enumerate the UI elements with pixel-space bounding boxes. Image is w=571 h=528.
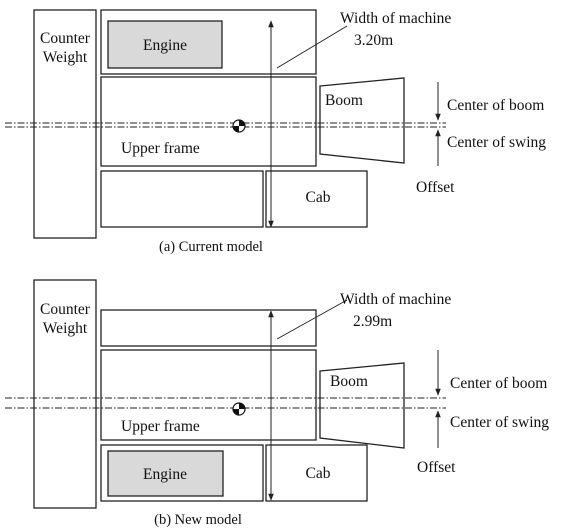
counterweight-block [33, 279, 97, 509]
boom-label: Boom [325, 92, 363, 109]
engine-block [107, 450, 224, 497]
cab-block [265, 444, 368, 502]
counterweight-label-line1: Counter [40, 30, 91, 47]
center-of-boom-label: Center of boom [447, 97, 544, 114]
caption-current-model: (a) Current model [159, 239, 263, 255]
bottom-left-block [100, 170, 264, 228]
width-leader-line [276, 299, 348, 340]
center-of-swing-label: Center of swing [447, 134, 546, 151]
width-label: Width of machine [340, 291, 451, 308]
width-label: Width of machine [340, 10, 451, 27]
engine-label: Engine [143, 466, 187, 483]
cab-label: Cab [306, 189, 331, 206]
upper-frame-block [100, 349, 317, 441]
width-value: 3.20m [354, 32, 393, 49]
cab-block [265, 170, 368, 228]
boom-label: Boom [330, 373, 368, 390]
counterweight-label-line2: Weight [43, 320, 88, 337]
offset-label: Offset [417, 459, 456, 476]
width-value: 2.99m [353, 313, 392, 330]
boom-shape [319, 362, 405, 449]
counterweight-block [33, 9, 97, 239]
upper-frame-label: Upper frame [121, 140, 200, 157]
engine-label: Engine [143, 37, 187, 54]
swing-center-icon [232, 119, 246, 133]
panel-new-model: Counter Weight Upper frame Engine Cab Bo… [5, 279, 549, 528]
offset-label: Offset [416, 179, 455, 196]
width-leader-line [276, 25, 348, 69]
engine-block [107, 20, 223, 69]
upper-frame-block [100, 76, 317, 167]
boom-shape [319, 77, 405, 164]
center-of-swing-label: Center of swing [450, 414, 549, 431]
counterweight-label-line1: Counter [40, 301, 91, 318]
panel-current-model: Counter Weight Engine Upper frame Cab Bo… [5, 9, 546, 255]
caption-new-model: (b) New model [154, 512, 242, 528]
cab-label: Cab [306, 465, 331, 482]
counterweight-label-line2: Weight [43, 49, 88, 66]
upper-frame-label: Upper frame [121, 418, 200, 435]
swing-center-icon [232, 402, 246, 416]
top-deck-block [100, 309, 317, 347]
center-of-boom-label: Center of boom [450, 375, 547, 392]
